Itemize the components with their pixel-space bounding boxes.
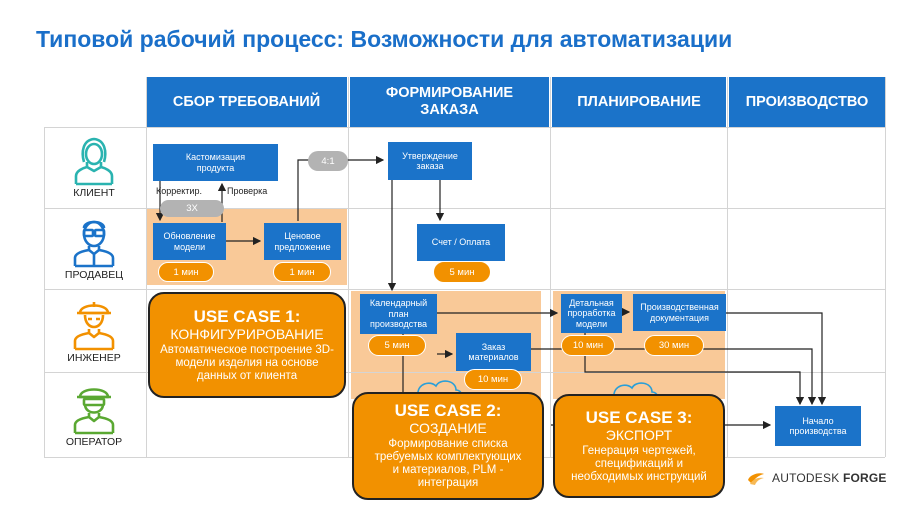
- brand-product: FORGE: [842, 471, 887, 485]
- step-customization: Кастомизация продукта: [153, 144, 278, 181]
- duration-material-order: 10 мин: [464, 369, 522, 390]
- step-model-update: Обновление модели: [153, 223, 226, 260]
- role-seller: ПРОДАВЕЦ: [44, 214, 144, 281]
- use-case-3-subtitle: ЭКСПОРТ: [605, 426, 673, 443]
- grid-line: [44, 127, 45, 457]
- use-case-2: USE CASE 2: СОЗДАНИЕ Формирование списка…: [352, 392, 544, 500]
- duration-model-update: 1 мин: [158, 262, 214, 282]
- label-correct: Корректир.: [156, 186, 202, 196]
- use-case-1-description: Автоматическое построение 3D-модели изде…: [160, 343, 334, 382]
- column-header-requirements: СБОР ТРЕБОВАНИЙ: [146, 77, 347, 127]
- use-case-2-subtitle: СОЗДАНИЕ: [409, 420, 487, 436]
- use-case-2-description: Формирование списка требуемых комплектую…: [374, 438, 522, 489]
- client-icon: [74, 137, 114, 186]
- role-engineer: ИНЖЕНЕР: [44, 297, 144, 364]
- use-case-3-title: USE CASE 3:: [585, 407, 693, 427]
- repeat-badge: 3X: [160, 200, 224, 217]
- use-case-3-description: Генерация чертежей, спецификаций и необх…: [571, 444, 707, 483]
- grid-line: [727, 77, 728, 457]
- column-header-order: ФОРМИРОВАНИЕ ЗАКАЗА: [350, 77, 549, 127]
- role-label-seller: ПРОДАВЕЦ: [64, 269, 124, 281]
- step-detailed-model: Детальная проработка модели: [561, 294, 622, 333]
- grid-line: [44, 372, 885, 373]
- grid-line: [44, 289, 885, 290]
- engineer-icon: [73, 302, 115, 351]
- step-invoice-payment: Счет / Оплата: [417, 224, 505, 261]
- step-order-approval: Утверждение заказа: [388, 142, 472, 180]
- step-price-offer: Ценовое предложение: [264, 223, 341, 260]
- duration-prod-docs: 30 мин: [644, 335, 704, 356]
- duration-detailed-model: 10 мин: [561, 335, 615, 356]
- step-prod-start: Начало производства: [775, 406, 861, 446]
- duration-price-offer: 1 мин: [273, 262, 331, 282]
- role-label-client: КЛИЕНТ: [73, 187, 115, 199]
- forge-icon: [748, 473, 764, 485]
- grid-line: [885, 77, 886, 457]
- page-title: Типовой рабочий процесс: Возможности для…: [36, 26, 733, 52]
- role-label-operator: ОПЕРАТОР: [65, 436, 123, 448]
- grid-line: [348, 77, 349, 457]
- autodesk-forge-logo: AUTODESK FORGE: [746, 470, 887, 486]
- use-case-1: USE CASE 1: КОНФИГУРИРОВАНИЕ Автоматичес…: [148, 292, 346, 398]
- role-label-engineer: ИНЖЕНЕР: [67, 352, 121, 364]
- step-prod-docs: Производственная документация: [633, 294, 726, 331]
- grid-line: [550, 77, 551, 457]
- role-operator: ОПЕРАТОР: [44, 381, 144, 448]
- use-case-1-title: USE CASE 1:: [193, 306, 301, 326]
- step-calendar-plan: Календарный план производства: [360, 294, 437, 334]
- duration-calendar-plan: 5 мин: [368, 335, 426, 356]
- brand-name: AUTODESK: [772, 471, 840, 485]
- label-check: Проверка: [227, 186, 268, 196]
- duration-invoice-payment: 5 мин: [433, 261, 491, 283]
- column-header-production: ПРОИЗВОДСТВО: [729, 77, 885, 127]
- use-case-3: USE CASE 3: ЭКСПОРТ Генерация чертежей, …: [553, 394, 725, 498]
- ratio-badge: 4:1: [308, 151, 348, 171]
- grid-line: [146, 77, 147, 457]
- seller-icon: [73, 220, 115, 268]
- grid-line: [44, 127, 885, 128]
- role-client: КЛИЕНТ: [44, 134, 144, 199]
- operator-icon: [73, 388, 115, 435]
- grid-line: [44, 208, 885, 209]
- column-header-planning: ПЛАНИРОВАНИЕ: [552, 77, 726, 127]
- use-case-2-title: USE CASE 2:: [394, 401, 502, 420]
- step-material-order: Заказ материалов: [456, 333, 531, 371]
- use-case-1-subtitle: КОНФИГУРИРОВАНИЕ: [170, 325, 324, 342]
